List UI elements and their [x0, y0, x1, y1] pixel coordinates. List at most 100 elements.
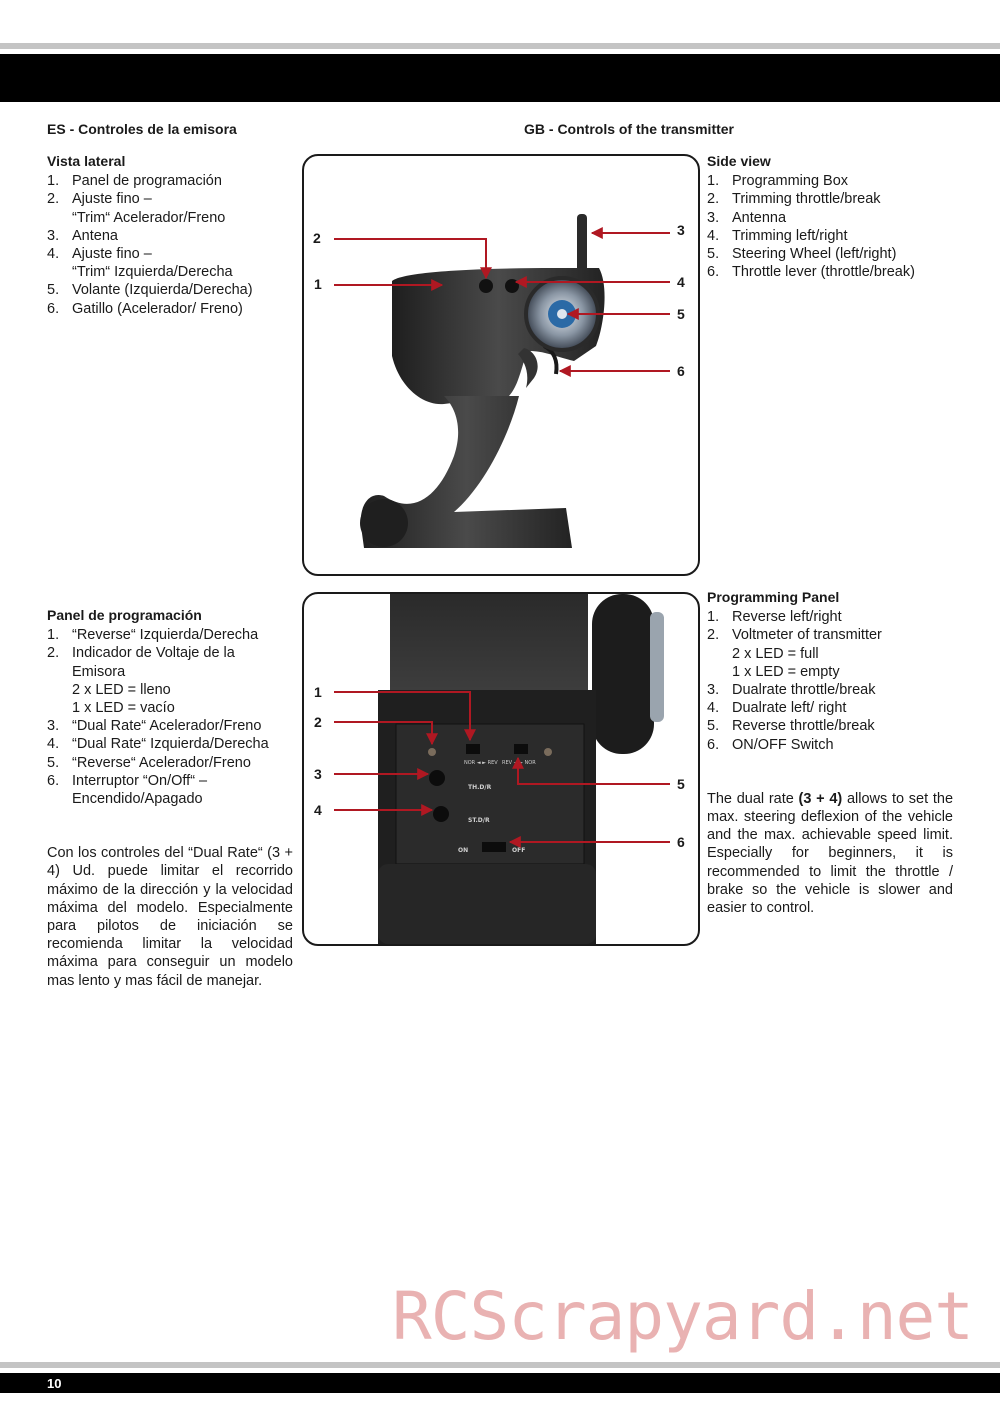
wheel-rim [650, 612, 664, 722]
top-gray-rule [0, 43, 1000, 49]
panel-callout-1: 1 [314, 684, 322, 700]
panel-faceplate [395, 723, 585, 865]
side-callout-6: 6 [677, 363, 685, 379]
list-item-number: 1. [707, 173, 720, 190]
es-panel-title: Panel de programación [47, 607, 202, 623]
list-item-number: 5. [707, 246, 720, 263]
list-item-number: 3. [47, 718, 60, 735]
list-item-number: 1. [707, 609, 720, 626]
list-item-line: Emisora [72, 663, 126, 680]
list-item-line: Antena [72, 227, 118, 244]
list-item: 6.Throttle lever (throttle/break) [707, 263, 957, 281]
list-item: 3. Antenna [707, 209, 957, 227]
bottom-gray-rule [0, 1362, 1000, 1368]
throttle-dual-rate-knob [429, 770, 445, 786]
list-item: 1. “Reverse“ Izquierda/Derecha [47, 626, 293, 644]
list-item-line: “Dual Rate“ Izquierda/Derecha [72, 736, 269, 753]
list-item: 4. Ajuste fino –“Trim“ Izquierda/Derecha [47, 245, 297, 281]
list-item: 4. “Dual Rate“ Izquierda/Derecha [47, 735, 293, 753]
list-item-line: Encendido/Apagado [72, 791, 203, 808]
programming-panel-illustration: NOR ◄ ► REV REV ◄ ► NOR TH.D/R ST.D/R ON… [334, 594, 670, 944]
panel-callout-4: 4 [314, 802, 322, 818]
label-on: ON [458, 847, 468, 854]
gb-para-pre: The dual rate [707, 790, 799, 807]
list-item-number: 5. [707, 718, 720, 735]
panel-callout-2: 2 [314, 714, 322, 730]
list-item-number: 2. [707, 191, 720, 208]
list-item-line: Dualrate throttle/break [732, 682, 876, 699]
list-item-line: Panel de programación [72, 173, 222, 190]
list-item: 1. Programming Box [707, 172, 957, 190]
side-callout-5: 5 [677, 306, 685, 322]
list-item-line: Ajuste fino – [72, 191, 152, 208]
list-item-number: 3. [707, 209, 720, 226]
list-item-line: 1 x LED = vacío [72, 700, 175, 717]
list-item-line: “Dual Rate“ Acelerador/Freno [72, 718, 262, 735]
list-item: 5.Steering Wheel (left/right) [707, 245, 957, 263]
reverse-throttle-switch [514, 744, 528, 754]
list-item-line: “Reverse“ Acelerador/Freno [72, 754, 251, 771]
gb-dualrate-paragraph: The dual rate (3 + 4) allows to set the … [707, 790, 953, 917]
list-item-line: Trimming left/right [732, 227, 848, 244]
trigger [518, 348, 538, 388]
side-callout-4: 4 [677, 274, 685, 290]
page-number: 10 [47, 1376, 62, 1391]
side-callout-2: 2 [313, 230, 321, 246]
list-item-line: Interruptor “On/Off“ – [72, 772, 208, 789]
list-item-number: 4. [47, 246, 60, 263]
list-item: 3. “Dual Rate“ Acelerador/Freno [47, 717, 293, 735]
list-item: 5.Reverse throttle/break [707, 717, 953, 735]
list-item: 6. Gatillo (Acelerador/ Freno) [47, 300, 297, 318]
list-item-number: 6. [47, 300, 60, 317]
transmitter-side-illustration [334, 214, 670, 548]
panel-callout-3: 3 [314, 766, 322, 782]
list-item-line: Antenna [732, 209, 787, 226]
list-item: 1. Panel de programación [47, 172, 297, 190]
side-view-figure: 2 1 3 4 5 6 [302, 154, 700, 576]
list-item-line: Reverse left/right [732, 609, 842, 626]
list-item-line: “Trim“ Acelerador/Freno [72, 209, 226, 226]
list-item: 6.ON/OFF Switch [707, 736, 953, 754]
label-rev-nor-right: REV ◄ ► NOR [502, 760, 536, 766]
list-item-line: Voltmeter of transmitter [732, 627, 882, 644]
list-item-line: 1 x LED = empty [732, 663, 840, 680]
es-side-title: Vista lateral [47, 153, 126, 169]
footer-bar [0, 1373, 1000, 1393]
arrow-callout-p5 [512, 756, 670, 785]
transmitter-grip [360, 396, 572, 548]
list-item-number: 1. [47, 627, 60, 644]
grip-base-cap [360, 499, 408, 547]
list-item: 1. Reverse left/right [707, 608, 953, 626]
list-item-number: 5. [47, 282, 60, 299]
list-item-number: 2. [47, 645, 60, 662]
list-item-line: “Reverse“ Izquierda/Derecha [72, 627, 259, 644]
reverse-steering-switch [466, 744, 480, 754]
label-st-dr: ST.D/R [468, 817, 490, 824]
gb-side-title: Side view [707, 153, 771, 169]
side-callout-1: 1 [314, 276, 322, 292]
list-item-line: “Trim“ Izquierda/Derecha [72, 264, 233, 281]
watermark: RCScrapyard.net [392, 1278, 974, 1355]
list-item-line: Gatillo (Acelerador/ Freno) [72, 300, 243, 317]
list-item-line: Programming Box [732, 173, 849, 190]
list-item-line: Ajuste fino – [72, 246, 152, 263]
led-1 [428, 748, 436, 756]
list-item-number: 3. [47, 227, 60, 244]
led-2 [544, 748, 552, 756]
side-callout-3: 3 [677, 222, 685, 238]
list-item-line: 2 x LED = full [732, 645, 819, 662]
panel-lid [390, 594, 588, 694]
list-item-number: 4. [47, 736, 60, 753]
list-item-number: 1. [47, 173, 60, 190]
list-item: 2.Trimming throttle/break [707, 190, 957, 208]
arrow-callout-p2 [334, 721, 438, 746]
list-item-number: 4. [707, 227, 720, 244]
